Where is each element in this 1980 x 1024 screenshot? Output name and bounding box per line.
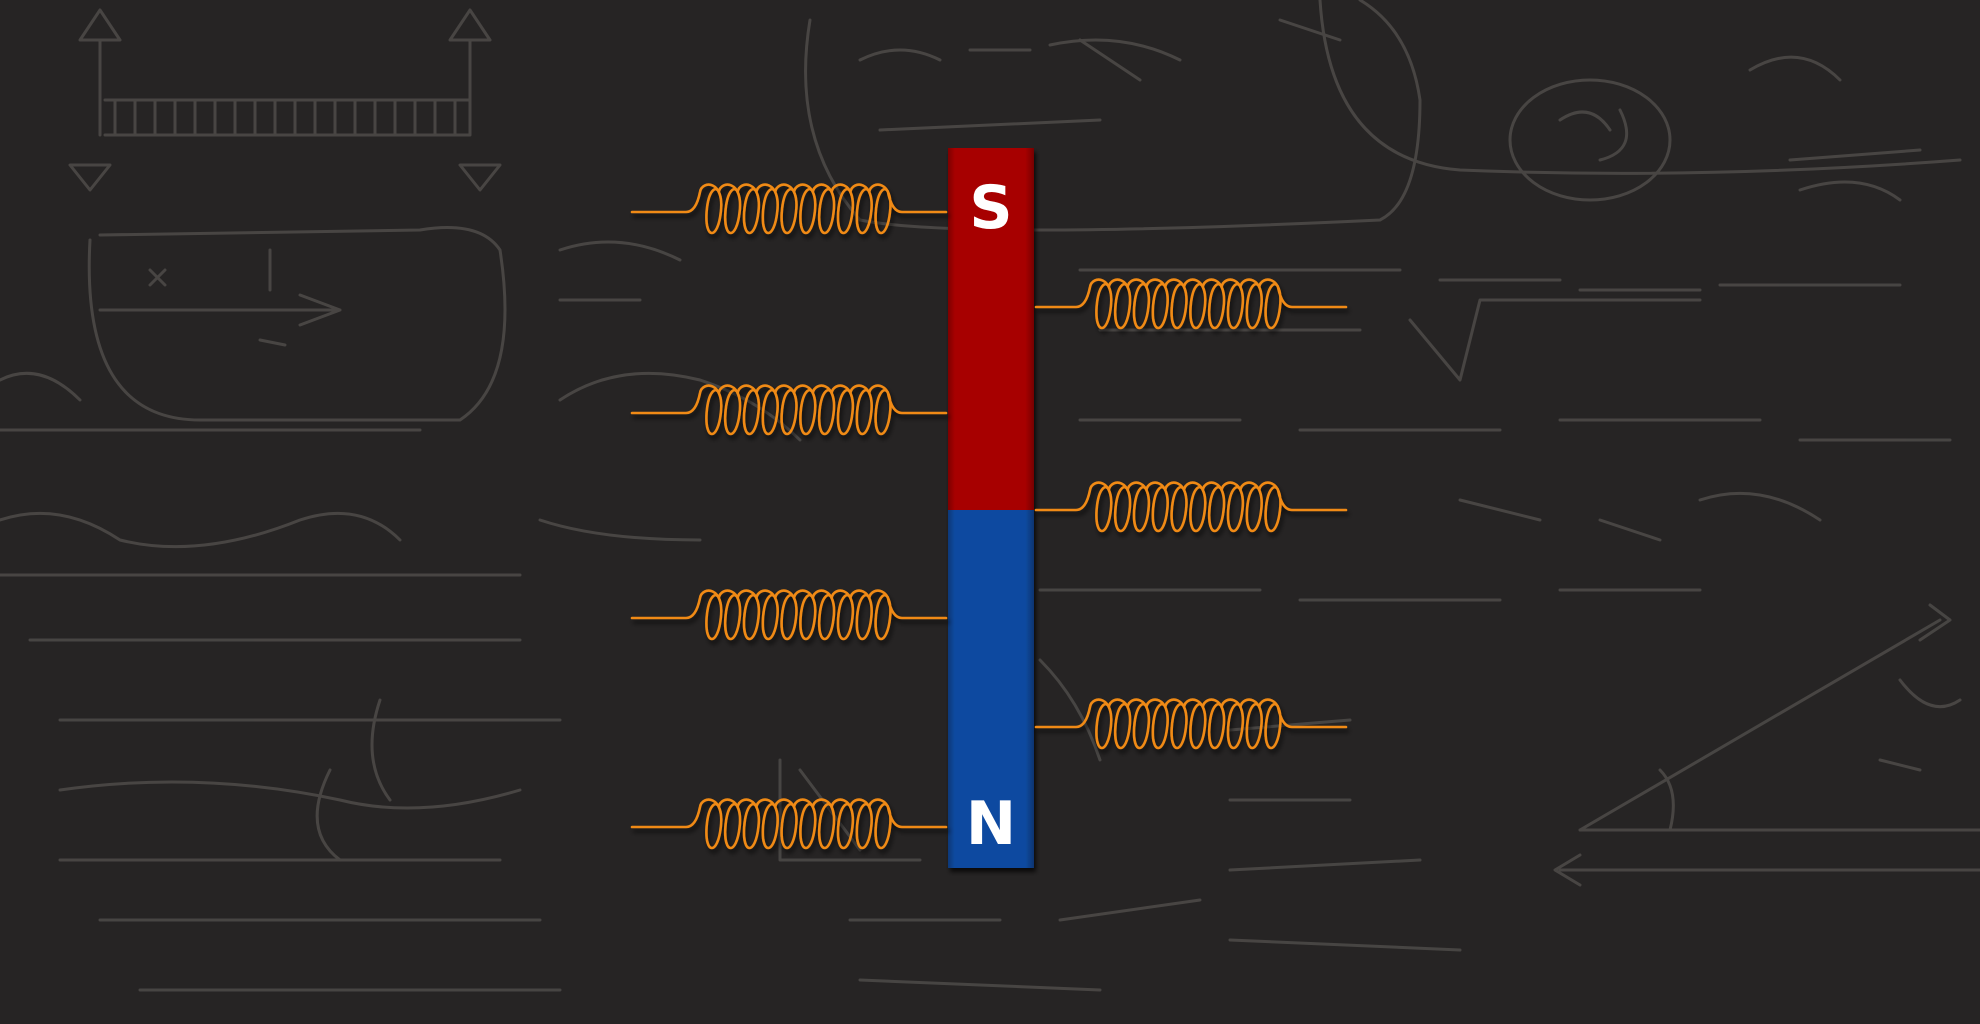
north-pole-label: N <box>966 789 1016 859</box>
coil-springs <box>630 183 1348 850</box>
coil-wire <box>630 589 948 641</box>
coil-wire <box>630 384 948 436</box>
coil-wire <box>1034 698 1348 750</box>
coil-spring-left-2 <box>630 384 948 436</box>
coil-spring-left-3 <box>630 589 948 641</box>
bar-magnet <box>948 148 1034 868</box>
coil-wire <box>1034 481 1348 533</box>
coil-spring-right-1 <box>1034 278 1348 330</box>
coil-spring-right-2 <box>1034 481 1348 533</box>
south-pole-label: S <box>969 173 1012 243</box>
coil-wire <box>1034 278 1348 330</box>
coil-spring-left-1 <box>630 183 948 235</box>
magnet-edge-shading <box>948 148 1034 868</box>
coil-wire <box>630 183 948 235</box>
coil-spring-right-3 <box>1034 698 1348 750</box>
chalkboard-background <box>0 0 1980 992</box>
coil-wire <box>630 798 948 850</box>
coil-spring-left-4 <box>630 798 948 850</box>
